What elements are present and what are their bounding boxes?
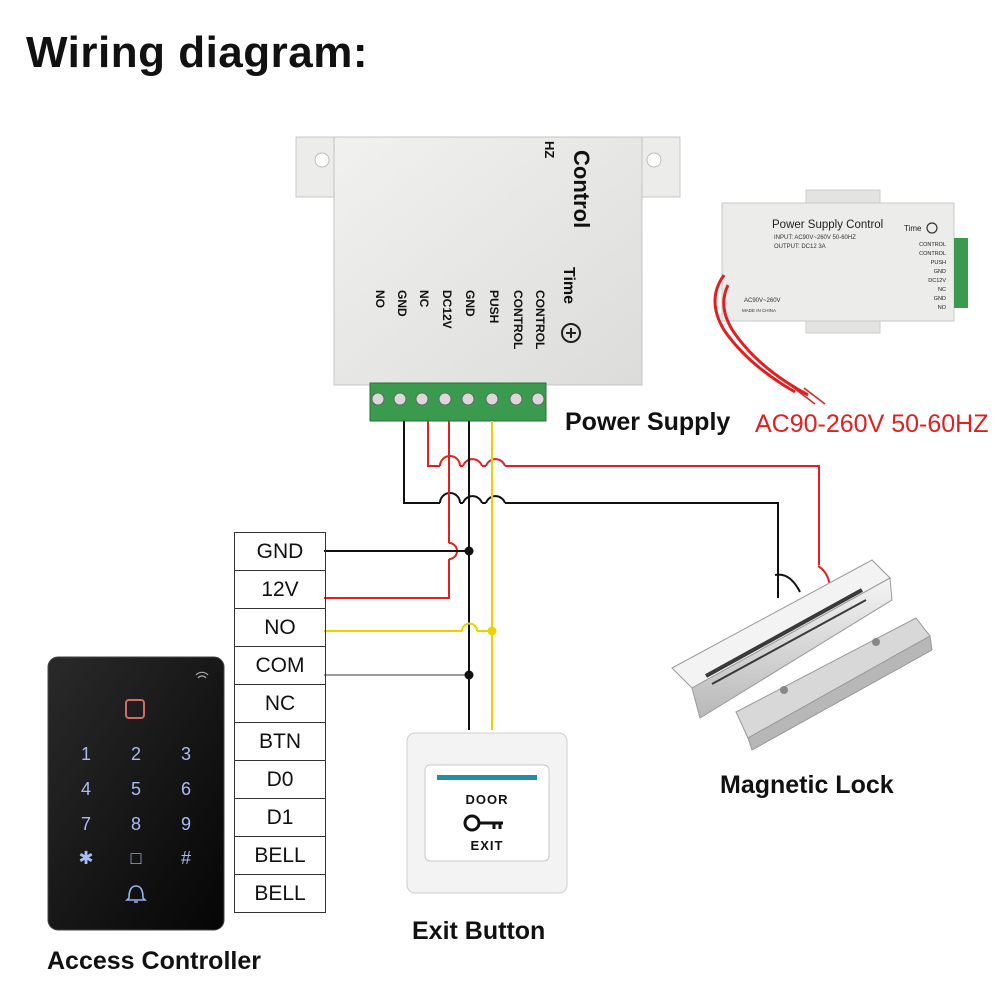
inset-terminal-labels: CONTROL CONTROL PUSH GND DC12V NC GND NO — [919, 242, 947, 311]
exit-button-text-bottom: EXIT — [471, 838, 504, 853]
access-controller-keypad: 1 2 3 4 5 6 7 8 9 ✱ □ # — [47, 656, 225, 931]
exit-button-label: Exit Button — [412, 917, 546, 945]
controller-terminal-7: D1 — [235, 799, 325, 837]
exit-button-device — [406, 732, 568, 894]
terminal-screw-7 — [371, 392, 385, 406]
terminal-screw-6 — [393, 392, 407, 406]
inset-terminal-block — [954, 238, 968, 308]
key-icon — [463, 814, 503, 832]
keypad-key-11[interactable]: # — [181, 848, 191, 868]
inset-ac-small: AC90V~260V — [744, 298, 781, 304]
inset-terminal-label-1: CONTROL — [919, 251, 946, 257]
ac-voltage-label: AC90-260V 50-60HZ — [755, 410, 989, 438]
keypad-key-9[interactable]: ✱ — [78, 848, 93, 868]
controller-terminal-1: 12V — [235, 571, 325, 609]
exit-button-text-top: DOOR — [466, 792, 509, 807]
access-controller-label: Access Controller — [47, 947, 261, 975]
junction-no — [487, 626, 497, 636]
inset-input: INPUT: AC90V~260V 50-60HZ — [774, 235, 856, 241]
terminal-screw-3 — [461, 392, 475, 406]
keypad-key-8[interactable]: 9 — [181, 814, 191, 834]
terminal-screw-4 — [438, 392, 452, 406]
inset-terminal-label-6: GND — [934, 296, 946, 302]
controller-terminal-2: NO — [235, 609, 325, 647]
magnetic-lock — [671, 559, 933, 751]
power-supply-label: Power Supply — [565, 408, 731, 436]
psu-hz-text: HZ — [542, 141, 557, 158]
terminal-screw-1 — [509, 392, 523, 406]
psu-terminal-label-7: NO — [373, 290, 387, 308]
controller-terminal-8: BELL — [235, 837, 325, 875]
keypad-key-5[interactable]: 6 — [181, 779, 191, 799]
keypad-key-2[interactable]: 3 — [181, 744, 191, 764]
keypad-key-0[interactable]: 1 — [81, 744, 91, 764]
inset-time-knob-icon — [926, 222, 938, 234]
page-title: Wiring diagram: — [26, 28, 369, 77]
terminal-screw-0 — [531, 392, 545, 406]
terminal-screw-5 — [415, 392, 429, 406]
bell-icon — [125, 885, 147, 903]
psu-terminal-label-3: GND — [463, 290, 477, 317]
mount-hole-right — [646, 152, 662, 168]
keypad-key-10[interactable]: □ — [131, 848, 142, 868]
ac-arrow-1 — [789, 384, 816, 405]
wire-dc12v-to-controller — [324, 421, 450, 599]
mount-hole-left — [314, 152, 330, 168]
card-reader-icon — [125, 699, 145, 719]
psu-terminal-label-4: DC12V — [440, 290, 454, 329]
keypad-key-4[interactable]: 5 — [131, 779, 141, 799]
keypad-keys: 1 2 3 4 5 6 7 8 9 ✱ □ # — [78, 744, 191, 868]
controller-terminal-6: D0 — [235, 761, 325, 799]
terminal-screw-2 — [485, 392, 499, 406]
psu-terminal-label-5: NC — [417, 290, 431, 308]
controller-terminal-9: BELL — [235, 875, 325, 913]
psu-terminal-label-2: PUSH — [487, 290, 501, 323]
wifi-icon — [195, 671, 209, 679]
wire-psu-dc12v-to-lock — [427, 421, 820, 565]
inset-terminal-label-3: GND — [934, 269, 946, 275]
keypad-key-1[interactable]: 2 — [131, 744, 141, 764]
keypad-key-7[interactable]: 8 — [131, 814, 141, 834]
time-knob-icon — [561, 323, 581, 343]
inset-terminal-label-0: CONTROL — [919, 242, 946, 248]
psu-time-label: Time — [560, 267, 577, 304]
magnetic-lock-label: Magnetic Lock — [720, 771, 894, 799]
psu-terminal-label-0: CONTROL — [533, 290, 547, 349]
inset-terminal-label-7: NO — [938, 305, 947, 311]
keypad-key-6[interactable]: 7 — [81, 814, 91, 834]
controller-terminal-4: NC — [235, 685, 325, 723]
keypad-key-3[interactable]: 4 — [81, 779, 91, 799]
ac-arrow-2 — [803, 387, 826, 405]
inset-time-label: Time — [904, 224, 922, 233]
inset-terminal-label-2: PUSH — [931, 260, 946, 266]
inset-made-in: MADE IN CHINA — [742, 308, 776, 313]
controller-terminal-5: BTN — [235, 723, 325, 761]
inset-terminal-label-5: NC — [938, 287, 946, 293]
junction-gnd — [464, 546, 474, 556]
ac-input-wire-1 — [713, 274, 796, 394]
controller-terminal-0: GND — [235, 533, 325, 571]
exit-button-indicator — [437, 775, 537, 780]
inset-power-supply — [721, 189, 968, 334]
psu-terminal-labels: CONTROL CONTROL PUSH GND DC12V NC GND NO — [373, 290, 547, 349]
terminal-screws — [371, 392, 545, 406]
inset-title: Power Supply Control — [772, 219, 883, 231]
psu-control-text: Control — [569, 150, 594, 228]
junction-com — [464, 670, 474, 680]
psu-terminal-label-1: CONTROL — [511, 290, 525, 349]
power-supply-unit — [295, 136, 681, 422]
inset-output: OUTPUT: DC12 3A — [774, 244, 826, 250]
inset-terminal-label-4: DC12V — [928, 278, 946, 284]
wire-psu-gnd-to-lock — [403, 421, 779, 598]
ac-input-wire-2 — [722, 284, 809, 397]
psu-terminal-label-6: GND — [395, 290, 409, 317]
controller-terminal-3: COM — [235, 647, 325, 685]
